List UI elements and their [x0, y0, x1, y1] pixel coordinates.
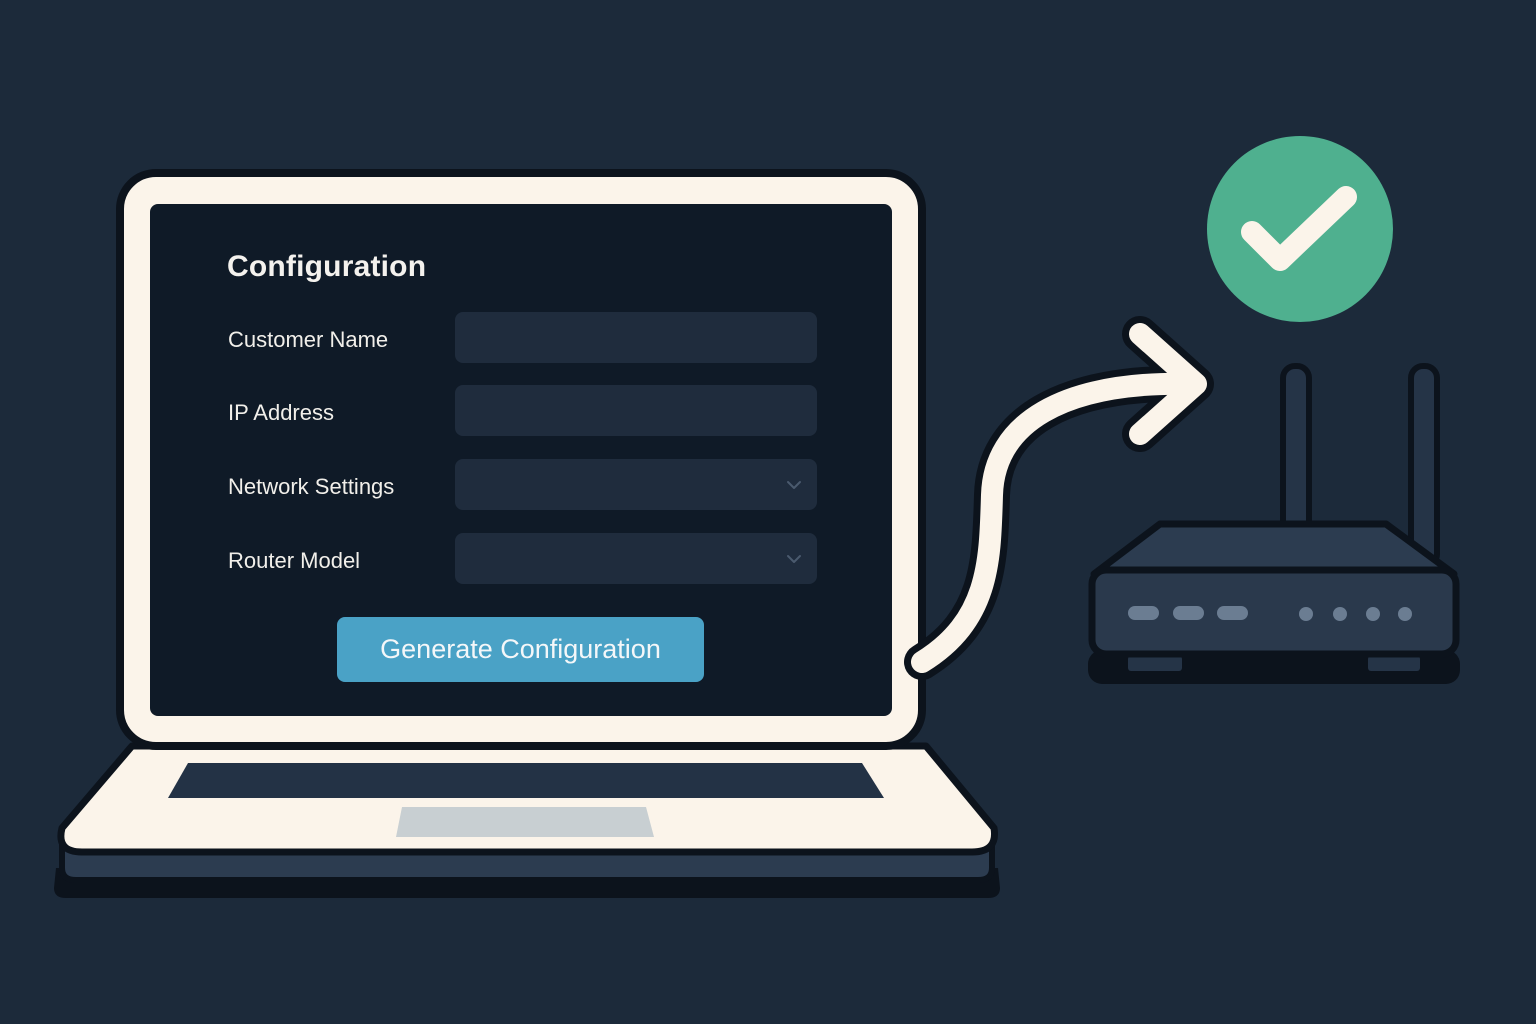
customer-name-input[interactable] [455, 312, 817, 363]
router-body [1088, 566, 1460, 658]
router-port-light [1398, 607, 1412, 621]
router-foot-left [1128, 656, 1182, 671]
router-foot-right [1368, 656, 1420, 671]
configuration-form: Configuration Customer Name IP Address N… [150, 204, 892, 716]
router-model-label: Router Model [228, 548, 361, 573]
network-settings-select[interactable] [455, 459, 817, 510]
laptop-trackpad [396, 807, 654, 837]
chevron-down-icon [787, 481, 801, 489]
router-model-select[interactable] [455, 533, 817, 584]
ip-address-input[interactable] [455, 385, 817, 436]
router-antenna-left [1280, 363, 1312, 539]
arrow-icon [904, 316, 1214, 680]
router-light [1128, 606, 1159, 620]
chevron-down-icon [787, 555, 801, 563]
laptop-keyboard [168, 763, 884, 798]
router-icon [1088, 363, 1460, 684]
router-light [1173, 606, 1204, 620]
router-port-light [1299, 607, 1313, 621]
customer-name-label: Customer Name [228, 327, 389, 352]
router-port-light [1366, 607, 1380, 621]
router-light [1217, 606, 1248, 620]
network-settings-label: Network Settings [228, 474, 395, 499]
ip-address-label: IP Address [228, 400, 334, 425]
router-port-light [1333, 607, 1347, 621]
form-title: Configuration [227, 250, 427, 283]
generate-configuration-button[interactable]: Generate Configuration [337, 617, 704, 682]
check-icon [1207, 136, 1393, 322]
router-antenna-right [1408, 363, 1440, 569]
